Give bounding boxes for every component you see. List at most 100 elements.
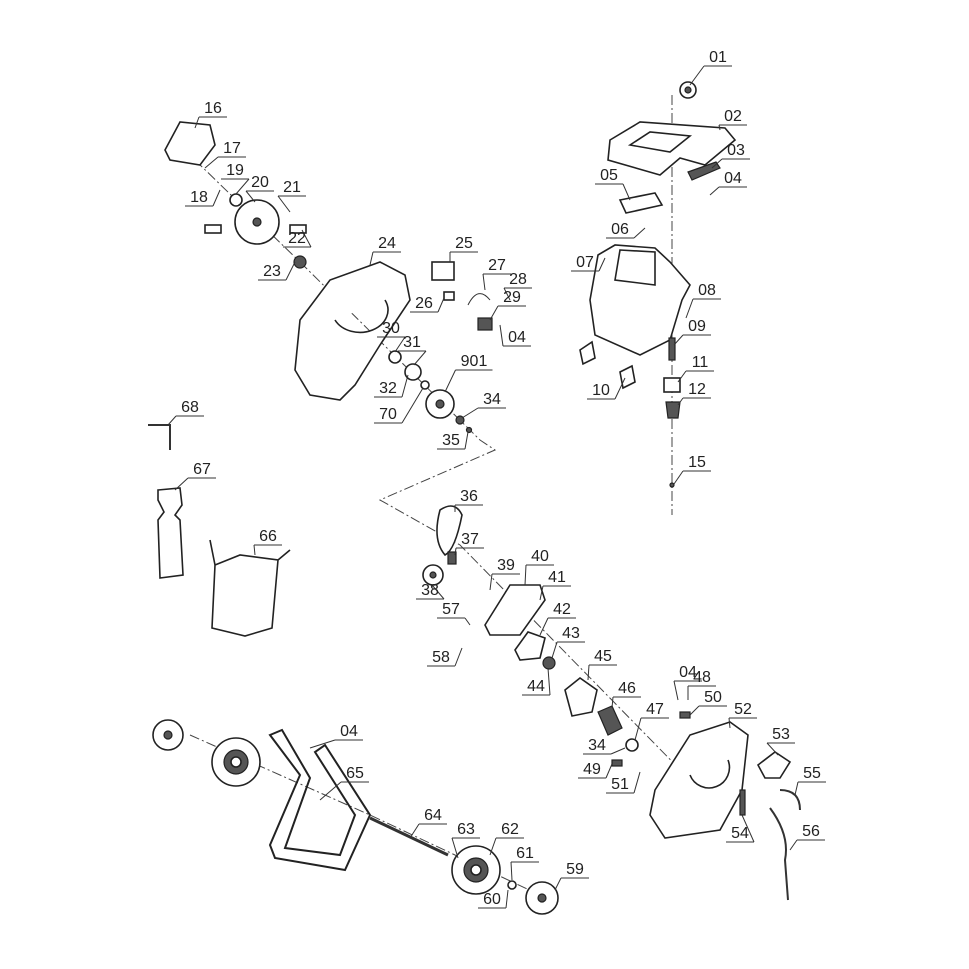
callout-64: 64 [409,807,447,839]
part-hopper-07 [589,244,691,356]
callout-number: 39 [497,557,515,574]
callout-number: 04 [508,329,526,346]
callout-leader-line [437,297,445,313]
callout-leader-line [482,273,486,291]
part-bucket-66 [209,539,291,637]
callout-49: 49 [578,761,613,779]
callout-leader-line [547,667,551,696]
callout-number: 22 [288,230,306,247]
callout-leader-line [677,370,687,383]
callout-number: 35 [442,432,460,449]
callout-number: 58 [432,649,450,666]
callout-number: 12 [688,381,706,398]
callout-leader-line [277,195,291,213]
callout-leader-line [319,781,342,801]
part-clip-10b [619,364,636,390]
part-housing-24 [294,261,411,401]
callout-leader-line [554,877,562,891]
callout-39: 39 [489,557,520,591]
callout-number: 04 [679,664,697,681]
callout-05: 05 [595,167,631,201]
callout-leader-line [539,585,544,601]
callout-number: 68 [181,399,199,416]
callout-leader-line [489,837,497,856]
callout-55: 55 [794,765,826,796]
callout-leader-line [711,158,723,169]
callout-leader-line [728,717,731,729]
callout-leader-line [461,407,479,419]
callout-66: 66 [253,528,282,556]
callout-leader-line [253,544,256,556]
callout-number: 03 [727,142,745,159]
part-wheel-left [211,737,261,787]
callout-number: 06 [611,221,629,238]
callout-46: 46 [611,680,641,709]
part-switch-29 [477,317,493,331]
callout-leader-line [454,647,463,667]
callout-number: 30 [382,320,400,337]
callout-17: 17 [204,140,246,169]
callout-leader-line [614,377,626,400]
part-strip-03 [687,161,721,181]
part-clip-10a [579,340,596,366]
callout-number: 19 [226,162,244,179]
callout-number: 11 [692,354,709,371]
callout-leader-line [551,641,558,659]
callout-18: 18 [185,189,221,207]
callout-leader-line [673,470,684,485]
callout-leader-line [401,387,424,424]
callout-number: 26 [415,295,433,312]
callout-57: 57 [437,601,471,626]
callout-62: 62 [489,821,524,856]
callout-37: 37 [454,531,484,556]
callout-51: 51 [606,771,641,794]
callout-34: 34 [583,737,626,755]
callout-35: 35 [437,431,469,450]
callout-leader-line [524,564,527,586]
part-washer-70 [420,380,430,390]
callout-leader-line [789,839,798,851]
callout-leader-line [464,431,469,450]
callout-number: 25 [455,235,473,252]
callout-leader-line [409,823,420,839]
callout-19: 19 [221,162,250,195]
callout-leader-line [709,186,720,196]
part-bearing-43 [542,656,556,670]
callout-07: 07 [571,254,606,272]
callout-65: 65 [319,765,369,801]
callout-28: 28 [503,271,532,301]
callout-number: 43 [562,625,580,642]
part-spring-09 [668,337,676,361]
callout-leader-line [587,664,590,681]
part-base-52 [649,721,749,839]
part-belt-36 [436,505,463,556]
callout-21: 21 [277,179,306,213]
callout-leader-line [622,183,631,201]
part-hubcap-left [152,719,184,751]
callout-52: 52 [728,701,757,729]
callout-number: 44 [527,678,545,695]
part-fan-47 [625,738,639,752]
part-brush-50 [679,711,691,719]
part-washer-61 [507,880,517,890]
callout-leader-line [634,717,642,741]
callout-22: 22 [283,229,312,248]
callout-09: 09 [673,318,711,346]
callout-04: 04 [709,170,747,196]
callout-45: 45 [587,648,617,681]
callout-leader-line [505,889,509,909]
callout-04: 04 [309,723,363,749]
callout-leader-line [174,477,189,491]
callout-27: 27 [482,257,511,291]
callout-50: 50 [689,689,727,716]
callout-53: 53 [766,726,795,756]
callout-number: 08 [698,282,716,299]
callout-number: 40 [531,548,549,565]
callout-leader-line [489,573,493,591]
callout-leader-line [673,680,679,701]
callout-leader-line [605,763,613,779]
callout-04: 04 [499,324,531,347]
callout-number: 18 [190,189,208,206]
